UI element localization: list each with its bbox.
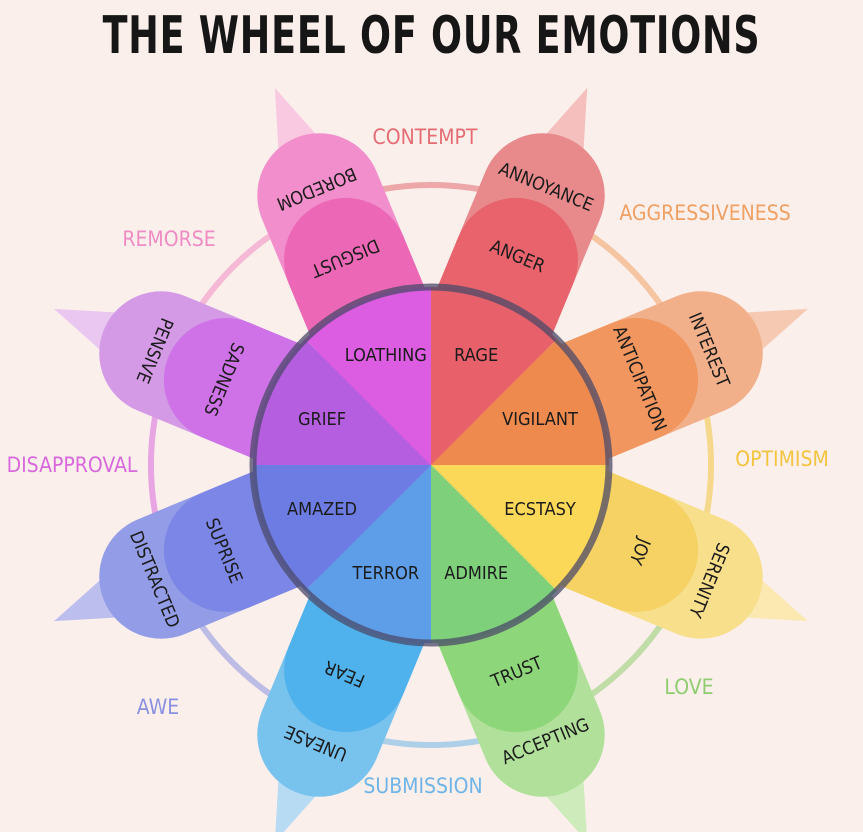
dyad-label-aggressiveness: AGGRESSIVENESS [619,201,790,225]
core-label-ecstasy: ECSTASY [504,499,576,520]
core-sector-right-down [431,465,609,591]
dyad-label-disapproval: DISAPPROVAL [7,453,138,477]
dyad-label-remorse: REMORSE [122,227,215,251]
core-ring [249,283,613,647]
core-label-amazed: AMAZED [287,499,357,520]
core-label-loathing: LOATHING [345,345,427,366]
core-disc [249,283,613,647]
dyad-label-submission: SUBMISSION [363,774,482,798]
core-sector-left-up [252,339,431,465]
core-label-terror: TERROR [351,563,419,584]
core-label-grief: GRIEF [298,409,346,430]
page-title: THE WHEEL OF OUR EMOTIONS [102,6,761,66]
core-sector-bottom-right [431,465,557,643]
dyad-label-optimism: OPTIMISM [735,447,829,471]
core-sector-top-left [305,286,431,465]
core-label-vigilant: VIGILANT [502,409,578,430]
core-sector-left-down [252,465,431,591]
core-sector-top-right [431,286,557,465]
dyad-label-contempt: CONTEMPT [373,125,478,149]
core-label-admire: ADMIRE [444,563,508,584]
core-label-rage: RAGE [454,345,498,366]
dyad-label-awe: AWE [137,695,179,719]
core-sector-right-up [431,339,609,465]
dyad-label-love: LOVE [664,675,713,699]
core-sector-bottom-left [305,465,431,643]
